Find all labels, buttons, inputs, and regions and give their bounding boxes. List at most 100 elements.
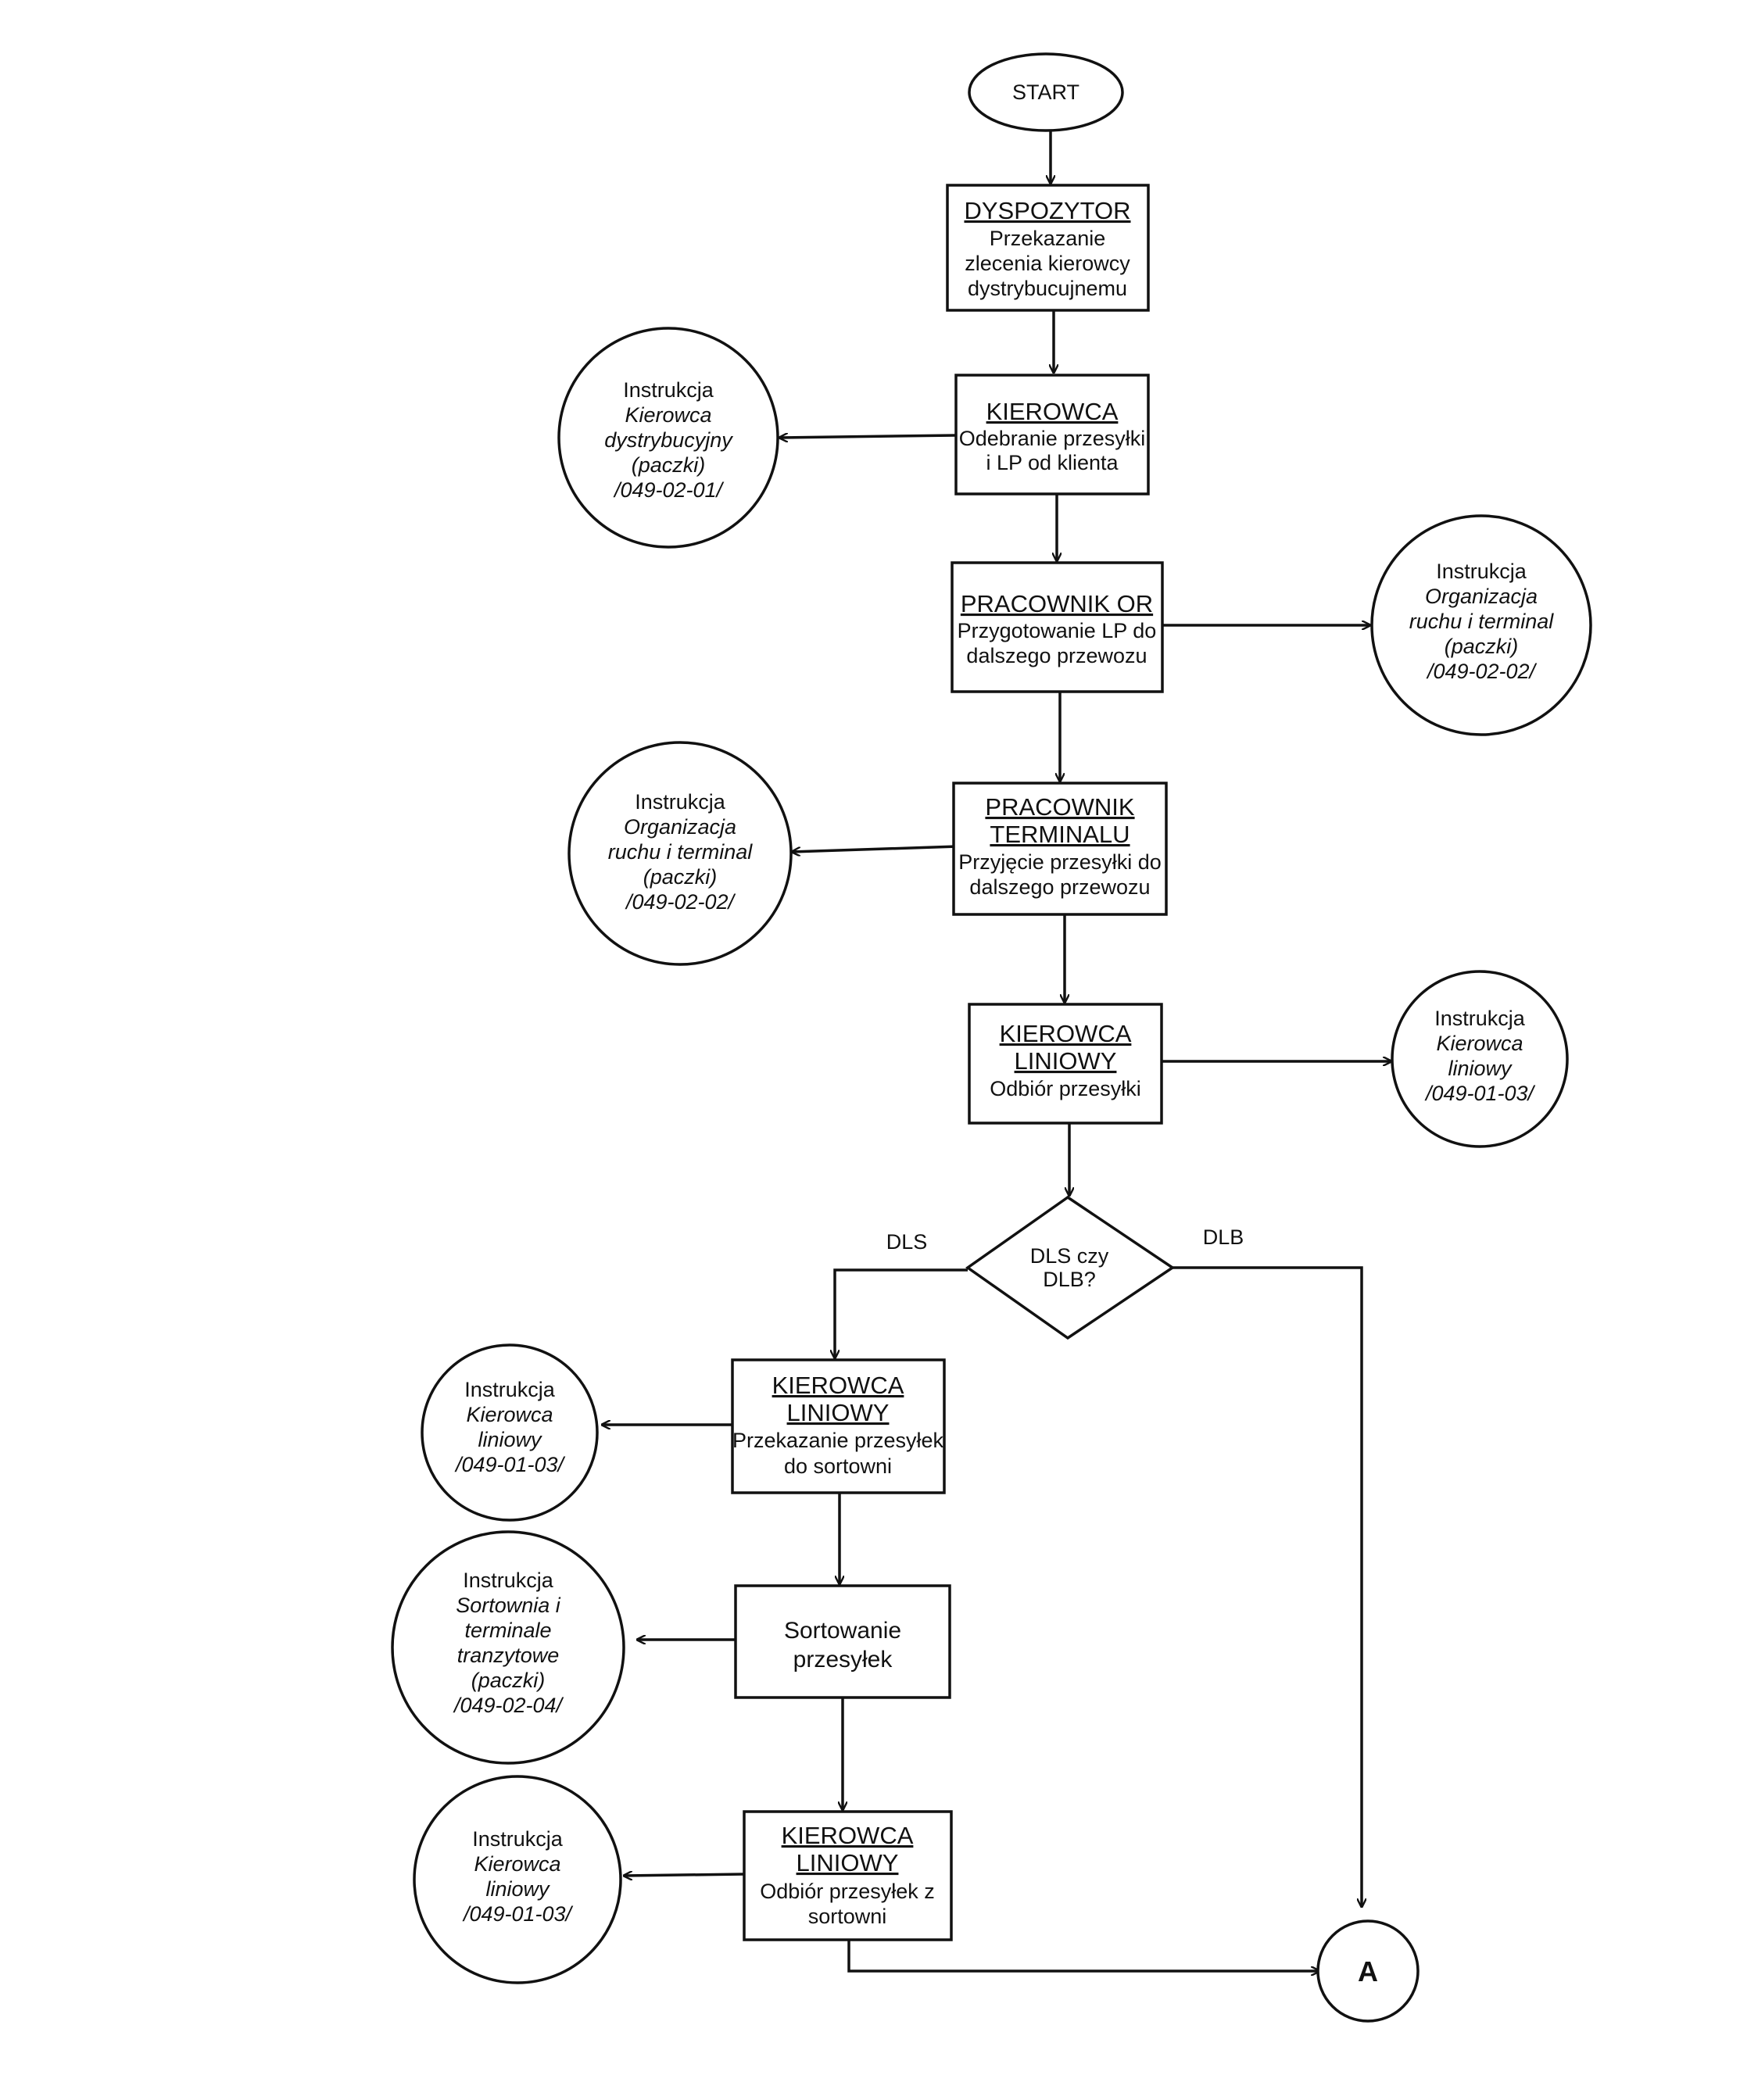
step-dyspozytor-box (946, 184, 1150, 312)
step-kierowca-liniowy-3: KIEROWCA LINIOWY Odbiór przesyłek z sort… (743, 1810, 953, 1941)
start-label: START (1012, 80, 1079, 104)
step-kierowca: KIEROWCA Odebranie przesyłki i LP od kli… (954, 374, 1150, 495)
step-pracownik-or-line-2: dalszego przewozu (966, 644, 1147, 667)
step-kierowca-liniowy-1-role-2: LINIOWY (1015, 1047, 1117, 1075)
start-ellipse (968, 52, 1124, 132)
instruction-6-line-3: tranzytowe (457, 1644, 560, 1667)
step-kierowca-liniowy-1: KIEROWCA LINIOWY Odbiór przesyłki (968, 1003, 1163, 1125)
step-dyspozytor-line-3: dystrybucujnemu (968, 277, 1127, 300)
instruction-1-circle (557, 327, 779, 549)
step-kierowca-liniowy-1-line-1: Odbiór przesyłki (990, 1077, 1141, 1100)
instruction-7-line-2: liniowy (485, 1877, 550, 1901)
instruction-4-line-3: /049-01-03/ (1424, 1082, 1536, 1105)
step-pracownik-terminalu-box (952, 782, 1168, 916)
step-kierowca-liniowy-3-box (743, 1810, 953, 1941)
instruction-5-line-1: Kierowca (466, 1403, 553, 1426)
instruction-3-line-2: ruchu i terminal (608, 840, 754, 864)
instruction-3: Instrukcja Organizacja ruchu i terminal … (567, 741, 793, 966)
instruction-7-title: Instrukcja (472, 1827, 564, 1851)
step-kierowca-role: KIEROWCA (986, 398, 1119, 425)
step-kierowca-box (954, 374, 1150, 495)
instruction-1-line-3: (paczki) (632, 453, 706, 477)
instruction-6-title: Instrukcja (463, 1569, 554, 1592)
step-pracownik-terminalu-role-2: TERMINALU (990, 821, 1130, 848)
branch-label-dlb: DLB (1203, 1225, 1244, 1249)
arrow-kierowca-liniowy3-connector (847, 1940, 1319, 1971)
step-sortowanie: Sortowanie przesyłek (734, 1584, 951, 1699)
step-pracownik-or-box (951, 561, 1164, 693)
step-dyspozytor-line-1: Przekazanie (990, 227, 1106, 250)
instruction-3-line-1: Organizacja (624, 815, 736, 839)
instruction-2-line-4: /049-02-02/ (1426, 660, 1538, 683)
step-kierowca-liniowy-2: KIEROWCA LINIOWY Przekazanie przesyłek d… (731, 1358, 946, 1494)
step-dyspozytor: DYSPOZYTOR Przekazanie zlecenia kierowcy… (946, 184, 1150, 312)
instruction-5-circle (421, 1343, 599, 1522)
instruction-1-line-4: /049-02-01/ (613, 478, 725, 502)
arrow-decision-dls (835, 1268, 968, 1358)
instruction-6-line-5: /049-02-04/ (453, 1694, 564, 1717)
instruction-3-title: Instrukcja (635, 790, 726, 814)
step-dyspozytor-line-2: zlecenia kierowcy (965, 252, 1130, 275)
step-pracownik-or: PRACOWNIK OR Przygotowanie LP do dalszeg… (951, 561, 1164, 693)
instruction-2-line-2: ruchu i terminal (1409, 610, 1555, 633)
instruction-1: Instrukcja Kierowca dystrybucyjny (paczk… (557, 327, 779, 549)
connector-a: A (1316, 1919, 1420, 2023)
instruction-1-title: Instrukcja (623, 378, 714, 402)
instruction-6-line-4: (paczki) (471, 1669, 546, 1692)
decision-line-2: DLB? (1043, 1268, 1096, 1291)
step-pracownik-terminalu-line-2: dalszego przewozu (969, 875, 1150, 899)
instruction-6-circle (391, 1530, 625, 1765)
step-sortowanie-line-2: przesyłek (793, 1647, 893, 1672)
step-kierowca-liniowy-2-box (731, 1358, 946, 1494)
instruction-6-line-2: terminale (464, 1619, 551, 1642)
instruction-2-circle (1370, 514, 1592, 736)
instruction-5-title: Instrukcja (464, 1378, 556, 1401)
step-pracownik-terminalu: PRACOWNIK TERMINALU Przyjęcie przesyłki … (952, 782, 1168, 916)
step-kierowca-line-1: Odebranie przesyłki (959, 427, 1146, 450)
instruction-2-title: Instrukcja (1436, 560, 1527, 583)
instruction-1-line-2: dystrybucyjny (604, 428, 733, 452)
instruction-3-line-3: (paczki) (643, 865, 718, 889)
instruction-5-line-3: /049-01-03/ (454, 1453, 566, 1476)
step-kierowca-liniowy-2-role-1: KIEROWCA (772, 1372, 904, 1399)
instruction-1-line-1: Kierowca (625, 403, 711, 427)
instruction-2: Instrukcja Organizacja ruchu i terminal … (1370, 514, 1592, 736)
instruction-7-line-1: Kierowca (474, 1852, 560, 1876)
instruction-2-line-1: Organizacja (1425, 585, 1538, 608)
instruction-4-line-2: liniowy (1448, 1057, 1513, 1080)
step-pracownik-or-role: PRACOWNIK OR (961, 590, 1153, 617)
instruction-2-line-3: (paczki) (1445, 635, 1519, 658)
instruction-7-circle (413, 1775, 622, 1984)
instruction-6-line-1: Sortownia i (456, 1594, 561, 1617)
instruction-3-line-4: /049-02-02/ (625, 890, 736, 914)
step-sortowanie-box (734, 1584, 951, 1699)
instruction-7: Instrukcja Kierowca liniowy /049-01-03/ (413, 1775, 622, 1984)
instruction-5: Instrukcja Kierowca liniowy /049-01-03/ (421, 1343, 599, 1522)
step-kierowca-liniowy-3-line-1: Odbiór przesyłek z (760, 1880, 935, 1903)
decision-dls-dlb: DLS czy DLB? (965, 1195, 1176, 1340)
connector-a-circle (1316, 1919, 1420, 2023)
step-pracownik-terminalu-role-1: PRACOWNIK (985, 793, 1135, 821)
step-kierowca-liniowy-3-role-2: LINIOWY (797, 1849, 899, 1876)
step-sortowanie-line-1: Sortowanie (784, 1618, 901, 1644)
arrow-to-instruction-3 (792, 845, 958, 852)
arrow-to-instruction-1 (779, 435, 957, 438)
instruction-4: Instrukcja Kierowca liniowy /049-01-03/ (1391, 970, 1569, 1148)
step-pracownik-terminalu-line-1: Przyjęcie przesyłki do (958, 850, 1162, 874)
step-kierowca-liniowy-3-line-2: sortowni (808, 1905, 887, 1928)
step-kierowca-liniowy-1-box (968, 1003, 1163, 1125)
decision-diamond (965, 1195, 1176, 1340)
start-terminal: START (968, 52, 1124, 132)
step-pracownik-or-line-1: Przygotowanie LP do (958, 619, 1157, 642)
step-kierowca-liniowy-1-role-1: KIEROWCA (1000, 1020, 1132, 1047)
step-dyspozytor-role: DYSPOZYTOR (964, 197, 1130, 224)
branch-label-dls: DLS (886, 1230, 928, 1254)
connector-lines (602, 131, 1391, 1971)
connector-a-label: A (1358, 1955, 1378, 1987)
step-kierowca-line-2: i LP od klienta (986, 451, 1119, 474)
step-kierowca-liniowy-2-role-2: LINIOWY (787, 1399, 890, 1426)
instruction-4-line-1: Kierowca (1436, 1032, 1523, 1055)
step-kierowca-liniowy-2-line-1: Przekazanie przesyłek (732, 1429, 944, 1452)
